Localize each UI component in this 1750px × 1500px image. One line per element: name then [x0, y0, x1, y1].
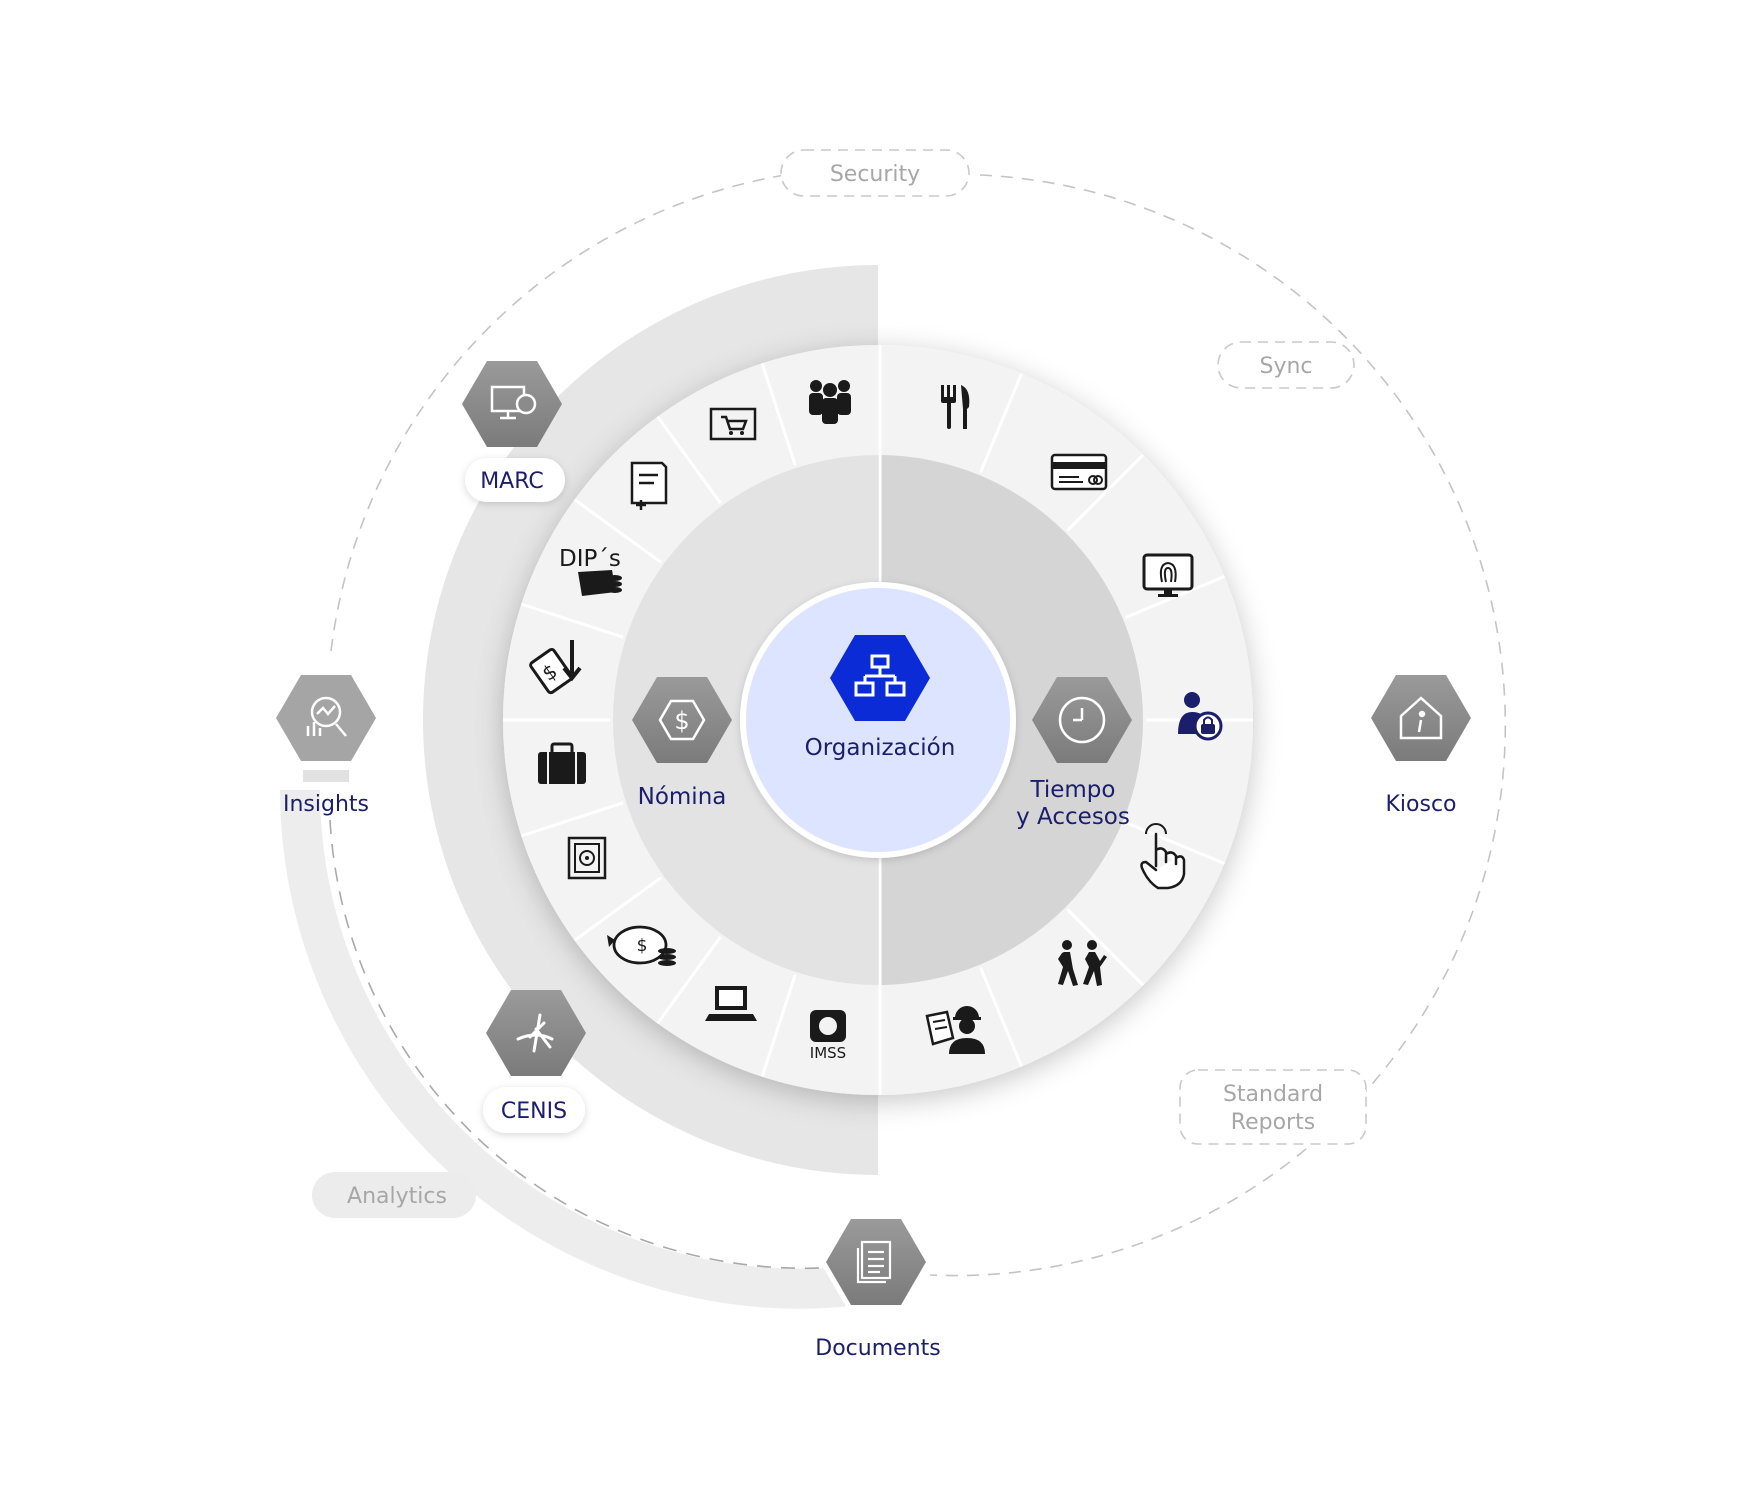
sector-divider: [760, 362, 797, 466]
document-add-icon[interactable]: [630, 461, 668, 510]
cart-icon[interactable]: [709, 407, 757, 441]
sector-divider: [1066, 453, 1145, 532]
standard-reports-tag[interactable]: Standard Reports: [1179, 1069, 1367, 1145]
outer-dashed-ring-right: [929, 174, 1507, 1277]
sector-divider: [573, 498, 663, 564]
sector-divider: [573, 876, 663, 942]
analytics-arc-dash: [329, 819, 861, 1270]
tiempo-label-line2: y Accesos: [1016, 804, 1130, 830]
security-tag[interactable]: Security: [780, 149, 970, 197]
insights-label: Insights: [283, 792, 369, 817]
user-lock-icon[interactable]: [1178, 692, 1223, 741]
sync-tag[interactable]: Sync: [1217, 341, 1355, 389]
documents-label: Documents: [815, 1336, 940, 1361]
sector-divider: [1125, 821, 1226, 865]
sector-divider: [656, 415, 722, 505]
nomina-hex-badge[interactable]: $: [632, 677, 732, 763]
marc-node[interactable]: MARC: [462, 361, 565, 502]
standard-reports-label-line2: Reports: [1231, 1110, 1315, 1135]
touch-hand-icon[interactable]: [1140, 823, 1186, 890]
dollar-hex-icon: $: [658, 699, 706, 741]
sector-divider: [760, 974, 797, 1078]
svg-text:$: $: [674, 707, 689, 735]
insights-node[interactable]: Insights: [276, 675, 376, 817]
marc-label: MARC: [480, 469, 544, 494]
monitor-cfdi-icon: [490, 385, 537, 420]
documents-node[interactable]: Documents: [815, 1214, 941, 1361]
tiempo-label-line1: Tiempo: [1030, 777, 1116, 803]
analytics-label: Analytics: [347, 1184, 447, 1209]
team-icon[interactable]: [809, 380, 851, 424]
walking-people-icon[interactable]: [1058, 940, 1107, 986]
cenis-logo-icon: [516, 1013, 554, 1053]
outer-dashed-ring-left: [329, 174, 786, 661]
money-down-icon[interactable]: $: [529, 640, 582, 695]
center-label: Organización: [805, 735, 956, 761]
info-house-icon: [1399, 696, 1443, 740]
worker-icon[interactable]: [925, 1006, 985, 1054]
documents-icon: [856, 1240, 892, 1284]
svg-text:$: $: [637, 936, 648, 956]
org-hex-badge[interactable]: [830, 635, 930, 721]
computer-icon[interactable]: [705, 986, 757, 1021]
analytics-magnifier-icon: [306, 696, 347, 737]
nomina-label: Nómina: [638, 784, 727, 810]
sector-divider: [979, 372, 1023, 473]
fingerprint-monitor-icon[interactable]: [1142, 553, 1194, 597]
sector-divider: [656, 935, 722, 1025]
standard-reports-label-line1: Standard: [1223, 1082, 1323, 1107]
card-icon[interactable]: [1050, 453, 1108, 491]
kiosco-node[interactable]: Kiosco: [1371, 675, 1471, 817]
piggy-bank-icon[interactable]: $: [607, 925, 676, 966]
cenis-label: CENIS: [501, 1099, 567, 1124]
safe-icon[interactable]: [567, 836, 607, 880]
analytics-arc-band: [280, 789, 863, 1309]
tiempo-hex-badge[interactable]: [1032, 677, 1132, 763]
wheel-dividers: [503, 362, 1253, 1078]
security-label: Security: [830, 162, 920, 187]
org-chart-icon: [854, 654, 906, 697]
sector-divider: [1066, 908, 1145, 987]
sector-divider: [520, 801, 624, 838]
dips-text: DIP´s: [559, 546, 621, 572]
sector-divider: [520, 602, 624, 639]
sync-label: Sync: [1259, 354, 1312, 379]
imss-text: IMSS: [810, 1044, 846, 1062]
sector-divider: [979, 967, 1023, 1068]
kiosco-label: Kiosco: [1385, 792, 1456, 817]
analytics-tag[interactable]: Analytics: [312, 1172, 476, 1218]
imss-icon[interactable]: IMSS: [810, 1010, 846, 1062]
dips-icon[interactable]: DIP´s: [559, 546, 622, 596]
cutlery-icon[interactable]: [941, 385, 970, 429]
cenis-node[interactable]: CENIS: [483, 990, 586, 1133]
briefcase-icon[interactable]: [538, 742, 586, 784]
clock-icon: [1058, 696, 1106, 744]
